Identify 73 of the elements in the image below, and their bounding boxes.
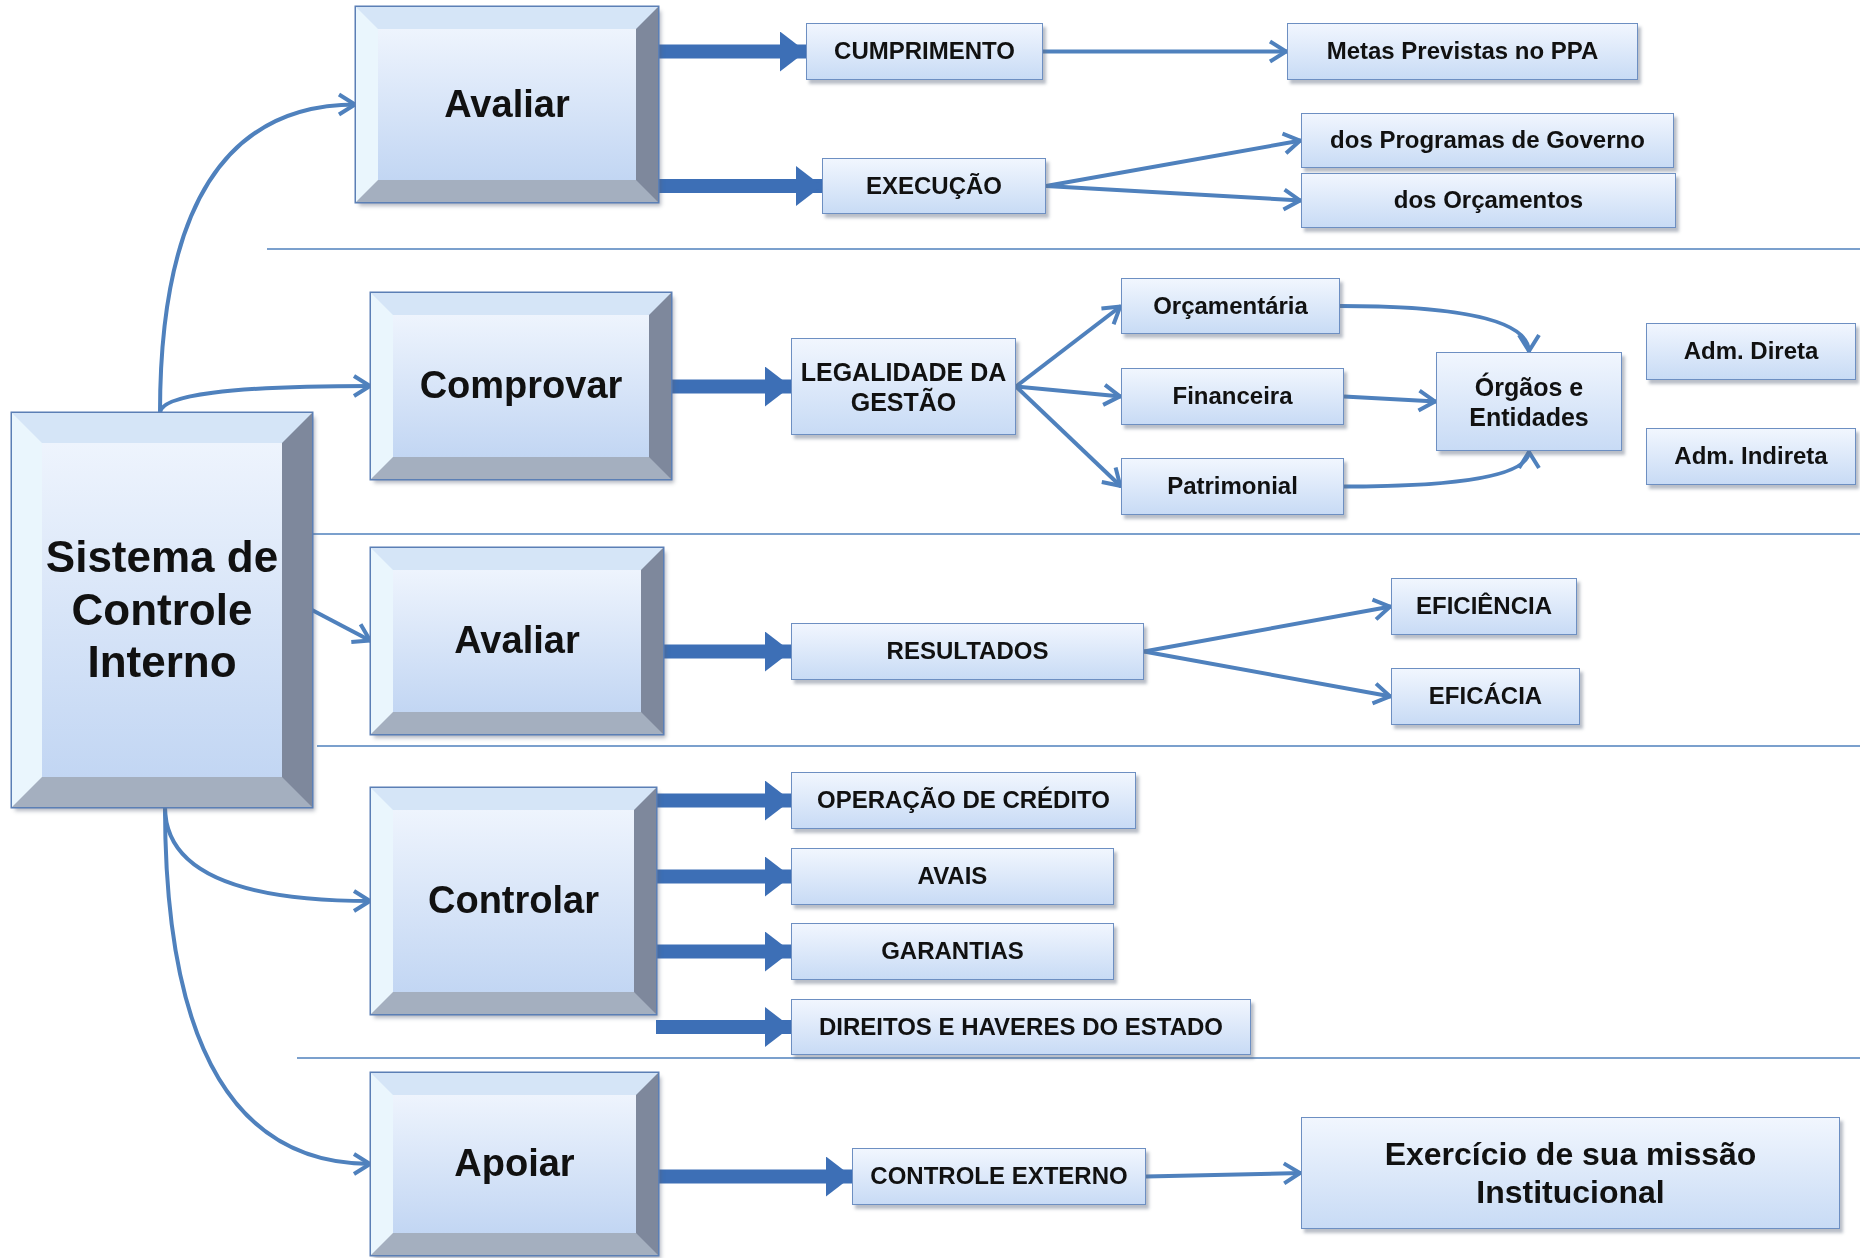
process-box (1646, 323, 1856, 380)
arrow (1014, 385, 1123, 488)
arrow (1339, 304, 1538, 353)
process-box (1391, 668, 1580, 725)
arrow (158, 93, 357, 414)
arrow (656, 931, 791, 972)
node-label: DIREITOS E HAVERES DO ESTADO (818, 1012, 1224, 1042)
bevel-box (12, 413, 312, 807)
node-label: Patrimonial (1167, 472, 1298, 501)
arrow (656, 1007, 791, 1047)
bevel-box (371, 548, 663, 734)
node-label: Adm. Indireta (1674, 442, 1828, 471)
process-box (822, 158, 1046, 214)
node-label: Avaliar (454, 618, 580, 664)
arrow (658, 166, 822, 206)
process-box (791, 623, 1144, 680)
arrow (1143, 649, 1392, 706)
node-label: Adm. Direta (1683, 337, 1819, 366)
process-box (1287, 23, 1638, 80)
arrow (656, 780, 791, 821)
arrow (1143, 597, 1392, 654)
arrow (658, 1156, 852, 1197)
node-label: dos Programas de Governo (1330, 126, 1645, 155)
process-box (1301, 1117, 1840, 1229)
arrow (656, 856, 791, 897)
process-box (791, 338, 1016, 435)
node-label: Apoiar (454, 1141, 575, 1187)
arrow (663, 631, 791, 672)
node-label: OPERAÇÃO DE CRÉDITO (817, 786, 1110, 815)
process-box (791, 772, 1136, 829)
process-box (1301, 113, 1674, 168)
arrow (1343, 388, 1437, 413)
process-box (791, 923, 1114, 980)
bevel-box (371, 788, 656, 1014)
process-box (1391, 578, 1577, 635)
node-label: Controlar (428, 878, 599, 924)
node-label: EXECUÇÃO (866, 171, 1002, 201)
node-label: Exercício de sua missão Institucional (1383, 1134, 1758, 1212)
node-label: CONTROLE EXTERNO (870, 1162, 1128, 1191)
process-box (852, 1148, 1146, 1205)
arrow (1045, 184, 1302, 212)
bevel-box (371, 293, 671, 479)
arrow (163, 806, 372, 1175)
arrow (658, 31, 806, 72)
node-label: GARANTIAS (881, 937, 1024, 966)
process-box (1436, 352, 1622, 451)
node-label: Avaliar (444, 81, 570, 127)
node-label: CUMPRIMENTO (834, 37, 1015, 66)
process-box (1301, 173, 1676, 228)
process-box (1646, 428, 1856, 485)
process-box (791, 999, 1251, 1055)
node-label: dos Orçamentos (1393, 186, 1584, 215)
bevel-box (371, 1073, 658, 1255)
node-label: Metas Previstas no PPA (1326, 37, 1599, 66)
process-box (1121, 278, 1340, 334)
node-label: Orçamentária (1153, 291, 1308, 321)
node-label: RESULTADOS (886, 637, 1049, 666)
node-label: Órgãos e Entidades (1468, 371, 1590, 432)
node-label: Financeira (1172, 382, 1293, 411)
node-label: AVAIS (917, 862, 988, 891)
node-label: Comprovar (419, 363, 623, 409)
bevel-box (356, 7, 658, 202)
process-box (1121, 368, 1344, 425)
node-label: Sistema de Controle Interno (44, 530, 280, 689)
node-label: EFICIÊNCIA (1416, 592, 1552, 621)
node-label: LEGALIDADE DA GESTÃO (800, 356, 1007, 417)
process-box (791, 848, 1114, 905)
arrow (1145, 1161, 1302, 1186)
process-box (806, 23, 1043, 80)
process-box (1121, 458, 1344, 515)
arrow (1043, 39, 1288, 64)
node-label: EFICÁCIA (1428, 682, 1543, 711)
arrow (671, 366, 791, 407)
